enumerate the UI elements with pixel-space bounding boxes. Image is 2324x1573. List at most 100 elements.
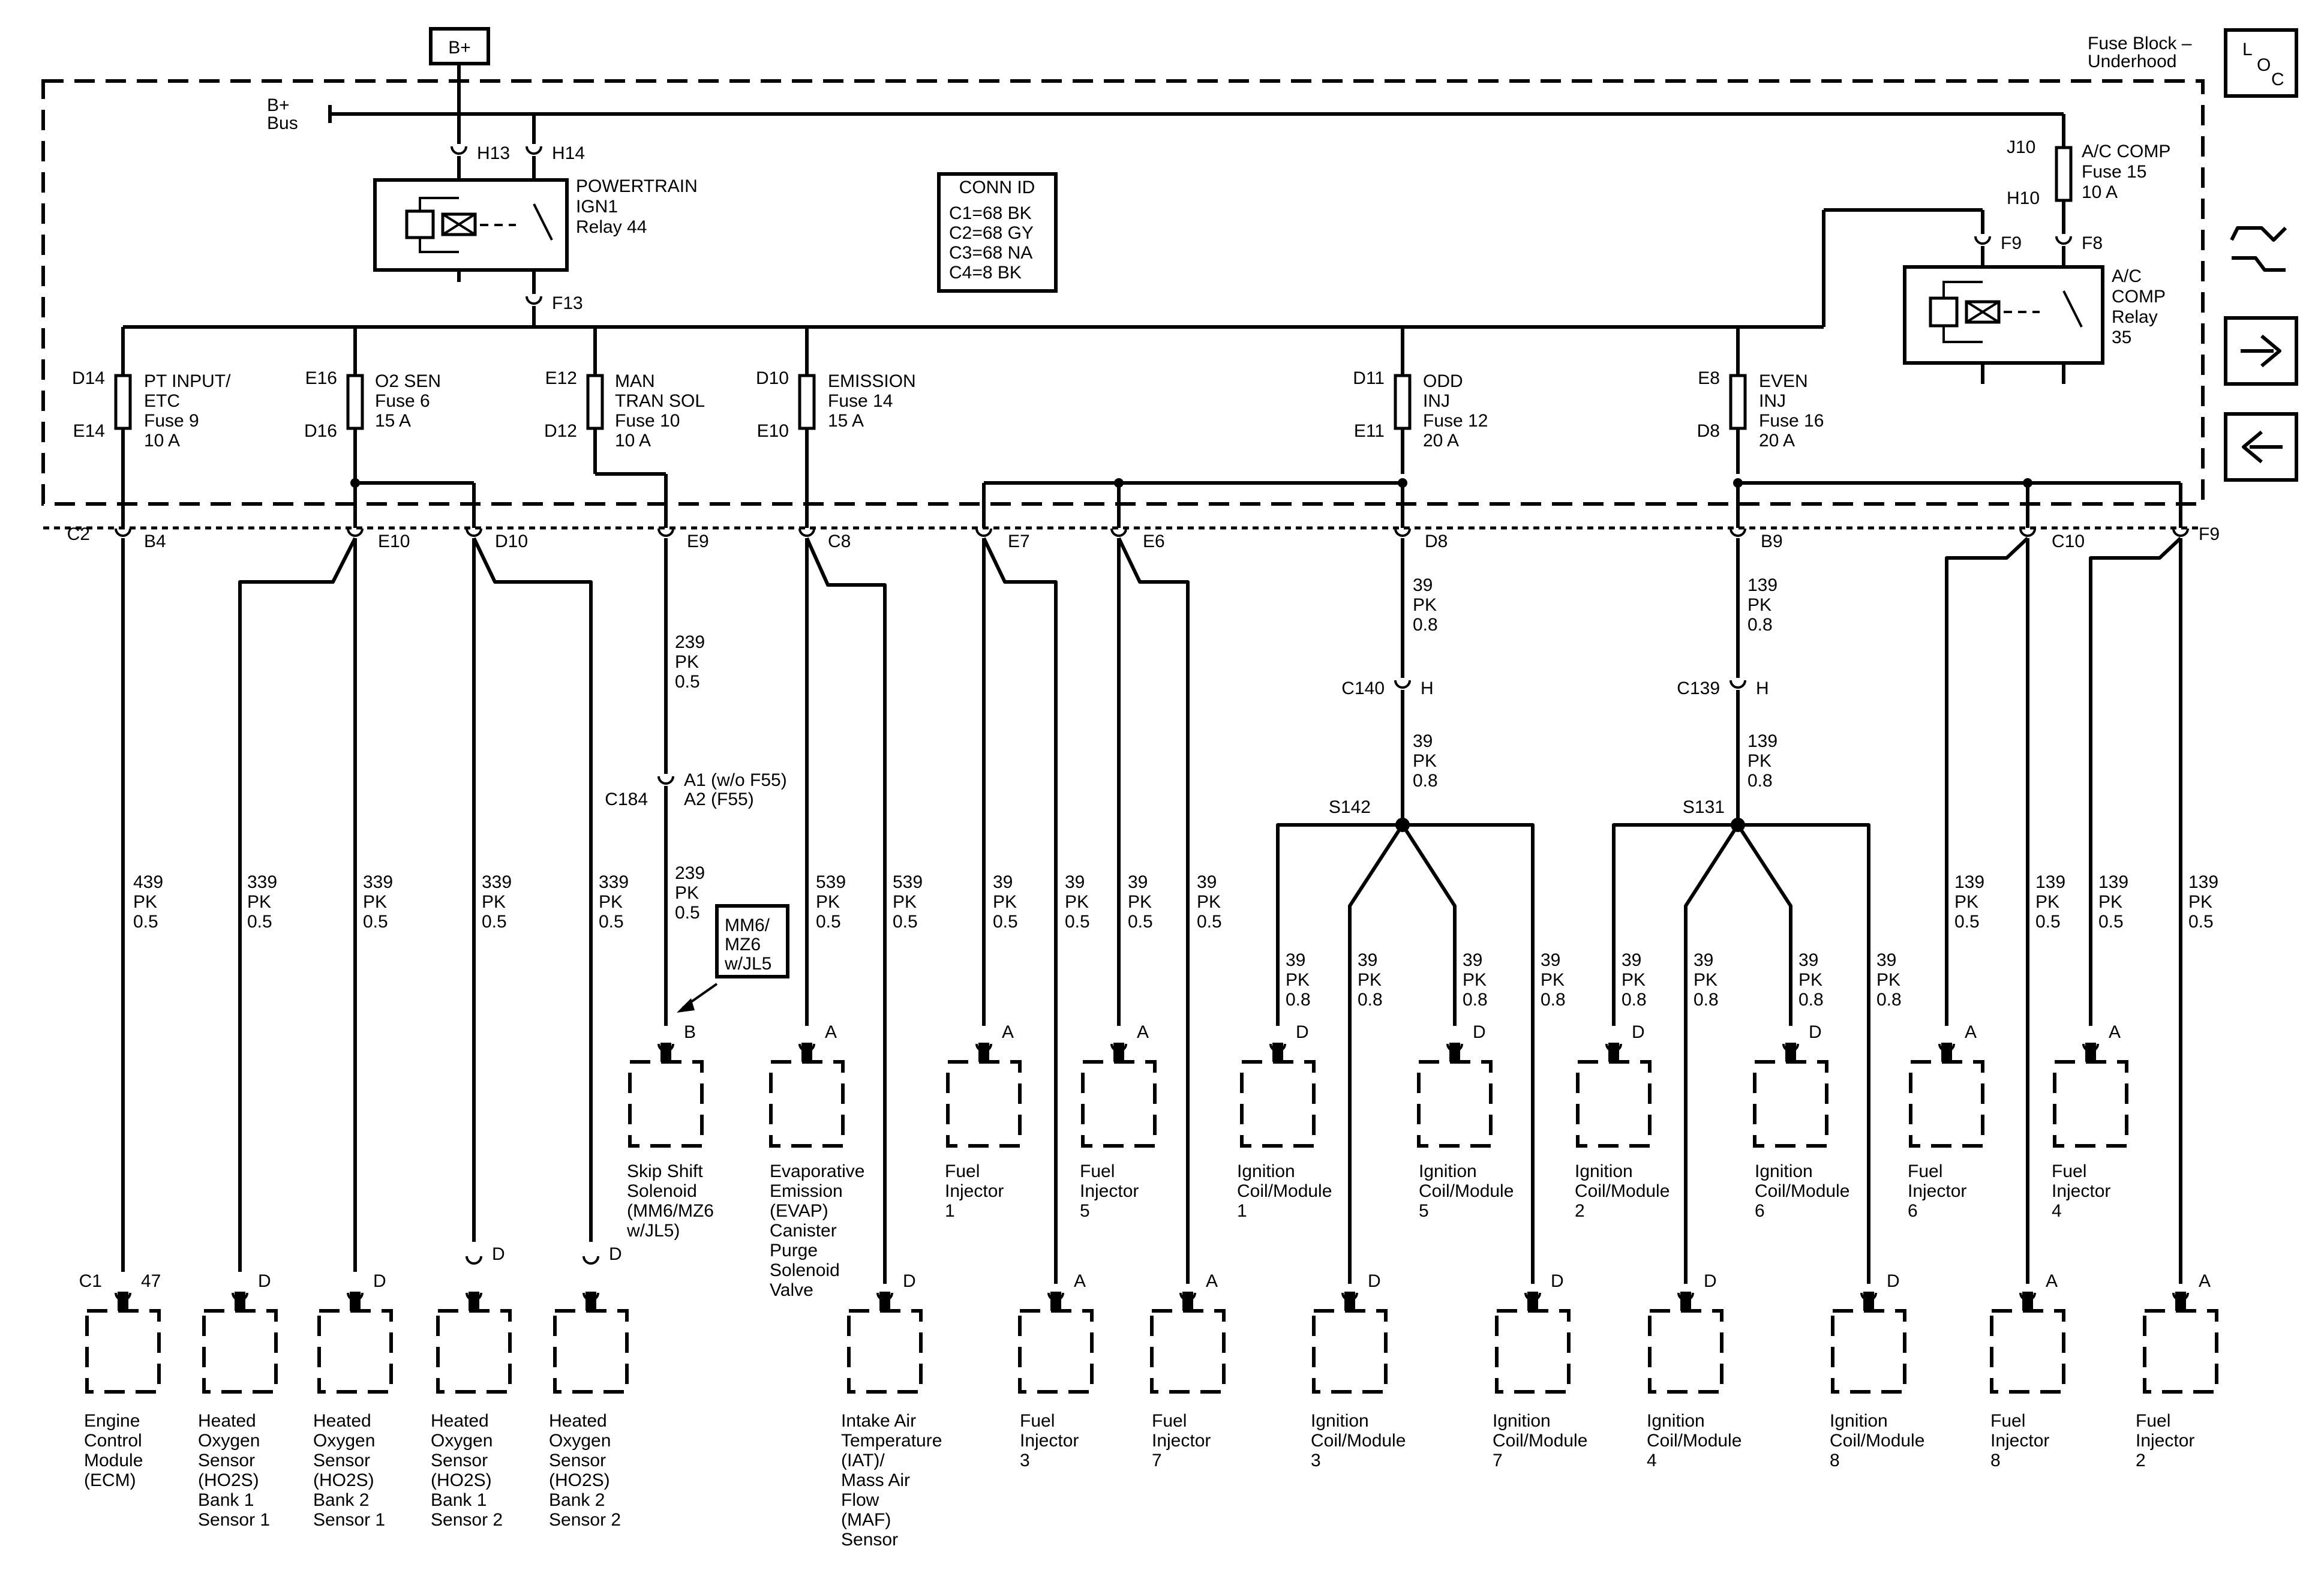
label-line: Purge: [770, 1241, 818, 1260]
fuse-symbol: [1394, 374, 1412, 430]
fuse-symbol: [114, 374, 132, 430]
ho2s-bank1-sensor1: [202, 1309, 278, 1394]
label-line: 0.8: [1413, 615, 1438, 635]
label-line: IGN1: [576, 197, 618, 217]
block-connector: [2172, 528, 2189, 537]
connector-h14: [526, 146, 542, 155]
label-line: 0.5: [675, 903, 700, 923]
junction-dot: [350, 478, 360, 488]
label-line: PK: [1954, 892, 1978, 912]
label-line: 0.8: [1413, 771, 1438, 791]
block-connector-label: D8: [1425, 532, 1448, 551]
label-line: PK: [1694, 970, 1718, 990]
wire-339-b1s1: [238, 537, 357, 1272]
label-line: 39: [1128, 872, 1148, 892]
label-line: 339: [482, 872, 512, 892]
pin-label: A: [1206, 1271, 1218, 1291]
label-line: PK: [1876, 970, 1900, 990]
connector-f9-ac: [1974, 236, 1991, 245]
pin-label: D: [1551, 1271, 1564, 1291]
label-line: Ignition: [1755, 1161, 1813, 1181]
label-line: Fuse Block –: [2088, 34, 2192, 53]
connector-c184: [657, 776, 674, 785]
connector-pin: A2 (F55): [684, 789, 754, 809]
pin-label: A: [1137, 1022, 1149, 1042]
pin-stub: [469, 1292, 479, 1311]
ac-coil-x: [1965, 301, 2000, 323]
wire-coil4: [1684, 824, 1740, 1284]
fuse-symbol: [798, 374, 816, 430]
pin-label: J10: [2007, 137, 2035, 157]
label-line: PK: [1413, 595, 1437, 615]
ignition-coil-6: [1753, 1060, 1828, 1148]
label-line: PK: [2188, 892, 2212, 912]
pin-label: D: [1632, 1022, 1645, 1042]
label-line: Coil/Module: [1647, 1431, 1742, 1451]
label-line: Valve: [770, 1280, 813, 1300]
wire-539-maf: [805, 537, 887, 1284]
label-line: 139: [1747, 731, 1777, 751]
loc-letter: O: [2257, 55, 2271, 75]
label-line: 8: [1990, 1451, 2001, 1470]
label-line: (ECM): [84, 1470, 136, 1490]
wire-inj3: [982, 537, 1058, 1284]
iat-maf-sensor: [847, 1309, 923, 1394]
label-line: (HO2S): [431, 1470, 492, 1490]
label-line: Sensor: [549, 1451, 606, 1470]
label-line: Coil/Module: [1830, 1431, 1924, 1451]
label-line: 8: [1830, 1451, 1840, 1470]
fuse-block-label: Fuse Block –Underhood: [2088, 34, 2192, 71]
label-line: Oxygen: [313, 1431, 375, 1451]
label-line: 10 A: [615, 431, 651, 451]
label-line: Fuel: [1990, 1411, 2025, 1431]
relay-coil-diode: [405, 209, 435, 239]
label-line: 4: [1647, 1451, 1657, 1470]
pin-label: H10: [2007, 188, 2040, 208]
pin-stub: [660, 1043, 671, 1062]
label-line: 15 A: [375, 411, 411, 431]
pin-label: H14: [552, 143, 585, 163]
pin-stub: [1113, 1043, 1124, 1062]
fuel-injector-2: [2143, 1309, 2218, 1394]
connector-c139: [1730, 680, 1746, 689]
label-line: 39: [1358, 950, 1377, 970]
wire-inj7: [1117, 537, 1190, 1284]
block-connector-label: D10: [495, 532, 528, 551]
label-line: Fuel: [2052, 1161, 2086, 1181]
label-line: 39: [993, 872, 1013, 892]
pin-label: D: [373, 1271, 386, 1291]
label-line: 339: [363, 872, 393, 892]
label-line: Bank 1: [198, 1490, 254, 1510]
label-line: 0.8: [1876, 990, 1902, 1010]
evap-purge-valve: [769, 1060, 845, 1148]
label-line: 2: [2136, 1451, 2146, 1470]
fuse-pin-bottom: E11: [1354, 421, 1385, 441]
fuse-pin-top: D14: [72, 368, 105, 388]
block-connector-label: E9: [687, 532, 709, 551]
pin-stub: [801, 1043, 812, 1062]
label-line: 139: [2188, 872, 2218, 892]
label-line: EVEN: [1759, 371, 1808, 391]
label-line: 5: [1419, 1201, 1429, 1221]
label-line: Fuel: [2136, 1411, 2170, 1431]
label-line: Fuel: [1908, 1161, 1942, 1181]
wire-coil2: [1612, 823, 1738, 1026]
pin-stub: [350, 1292, 361, 1311]
ignition-coil-8: [1831, 1309, 1906, 1394]
fuel-injector-1: [946, 1060, 1022, 1148]
label-line: 0.5: [1197, 912, 1222, 932]
